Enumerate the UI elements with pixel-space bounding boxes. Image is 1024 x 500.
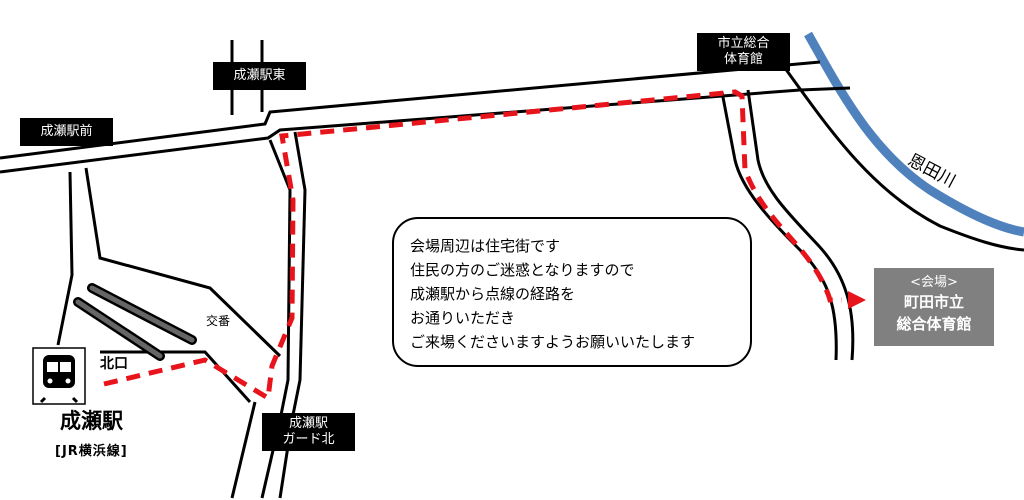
main-road	[0, 60, 851, 174]
notice-line: ご来場くださいますようお願いいたします	[410, 333, 696, 351]
label-naruse-guard-north: 成瀬駅 ガード北	[262, 413, 355, 451]
notice-line: お通りいただき	[410, 309, 516, 327]
venue-name-line2: 総合体育館	[896, 315, 972, 333]
station-name: 成瀬駅	[60, 409, 123, 433]
venue-road	[720, 89, 855, 361]
train-tracks	[73, 283, 197, 361]
notice-line: 住民の方のご迷惑となりますので	[410, 261, 635, 279]
notice-line: 成瀬駅から点線の経路を	[410, 285, 576, 303]
notice-line: 会場周辺は住宅街です	[410, 237, 561, 255]
venue-name-line1: 町田市立	[903, 293, 964, 311]
venue-box: <会場> 町田市立 総合体育館	[874, 268, 994, 346]
label-city-gym-intersection: 市立総合 体育館	[697, 33, 790, 71]
north-exit-label: 北口	[100, 356, 128, 372]
recommended-route	[103, 89, 842, 403]
koban-label: 交番	[206, 314, 231, 328]
label-naruse-eki-mae: 成瀬駅前	[20, 118, 113, 146]
venue-sub-label: <会場>	[910, 275, 958, 290]
river-bank	[780, 63, 1024, 252]
notice-box: 会場周辺は住宅街です 住民の方のご迷惑となりますので 成瀬駅から点線の経路を お…	[392, 217, 752, 367]
station-roads	[56, 167, 282, 499]
label-naruse-eki-higashi: 成瀬駅東	[213, 62, 306, 90]
onda-river	[804, 31, 1024, 237]
route-arrow-icon	[848, 291, 866, 309]
train-icon	[32, 347, 86, 405]
station-line: [JR横浜線]	[55, 444, 128, 459]
